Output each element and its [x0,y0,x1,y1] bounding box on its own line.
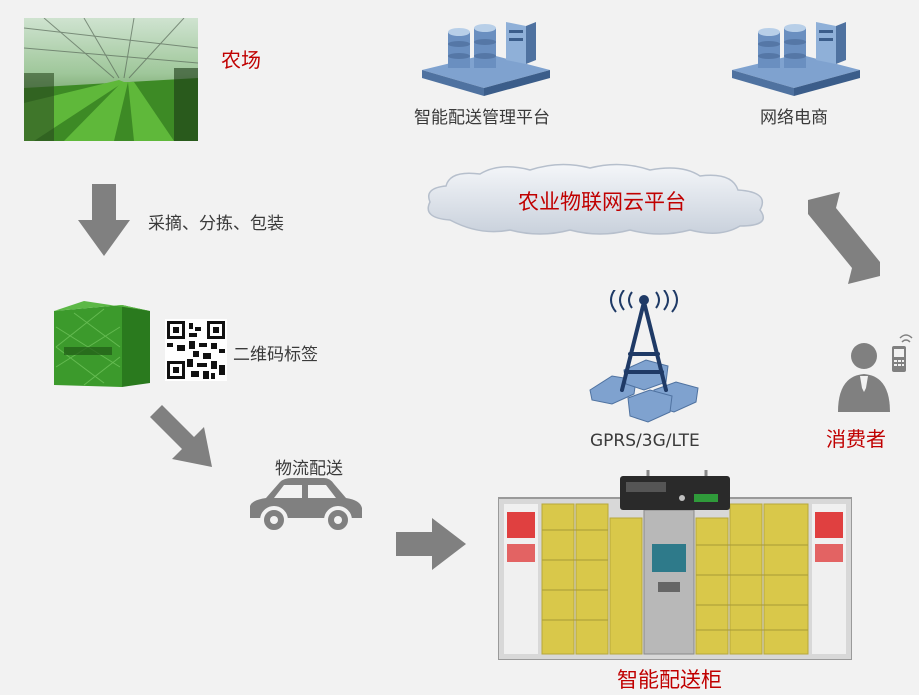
process-label: 采摘、分拣、包装 [148,214,284,234]
consumer-person-icon [836,332,916,414]
tower-label: GPRS/3G/LTE [590,431,700,451]
ecommerce-label: 网络电商 [760,108,828,128]
cloud-icon [420,160,780,238]
qr-code-icon [165,319,227,381]
signal-tower-icon [584,290,702,428]
diagonal-arrow-icon [150,405,216,471]
car-icon [246,476,364,538]
farm-label: 农场 [221,48,261,72]
server-icon [728,18,864,100]
cloud-label: 农业物联网云平台 [518,190,686,214]
product-box-image [54,297,152,389]
down-arrow-icon [78,184,130,256]
server-icon [418,18,554,100]
management-platform-label: 智能配送管理平台 [414,108,550,128]
qr-label: 二维码标签 [233,345,318,365]
locker-label: 智能配送柜 [617,668,722,692]
consumer-label: 消费者 [826,427,886,451]
smart-locker-image [498,470,852,660]
logistics-label: 物流配送 [275,459,343,479]
right-arrow-icon [396,518,466,570]
farm-greenhouse-image [24,18,198,141]
double-arrow-icon [806,192,882,284]
